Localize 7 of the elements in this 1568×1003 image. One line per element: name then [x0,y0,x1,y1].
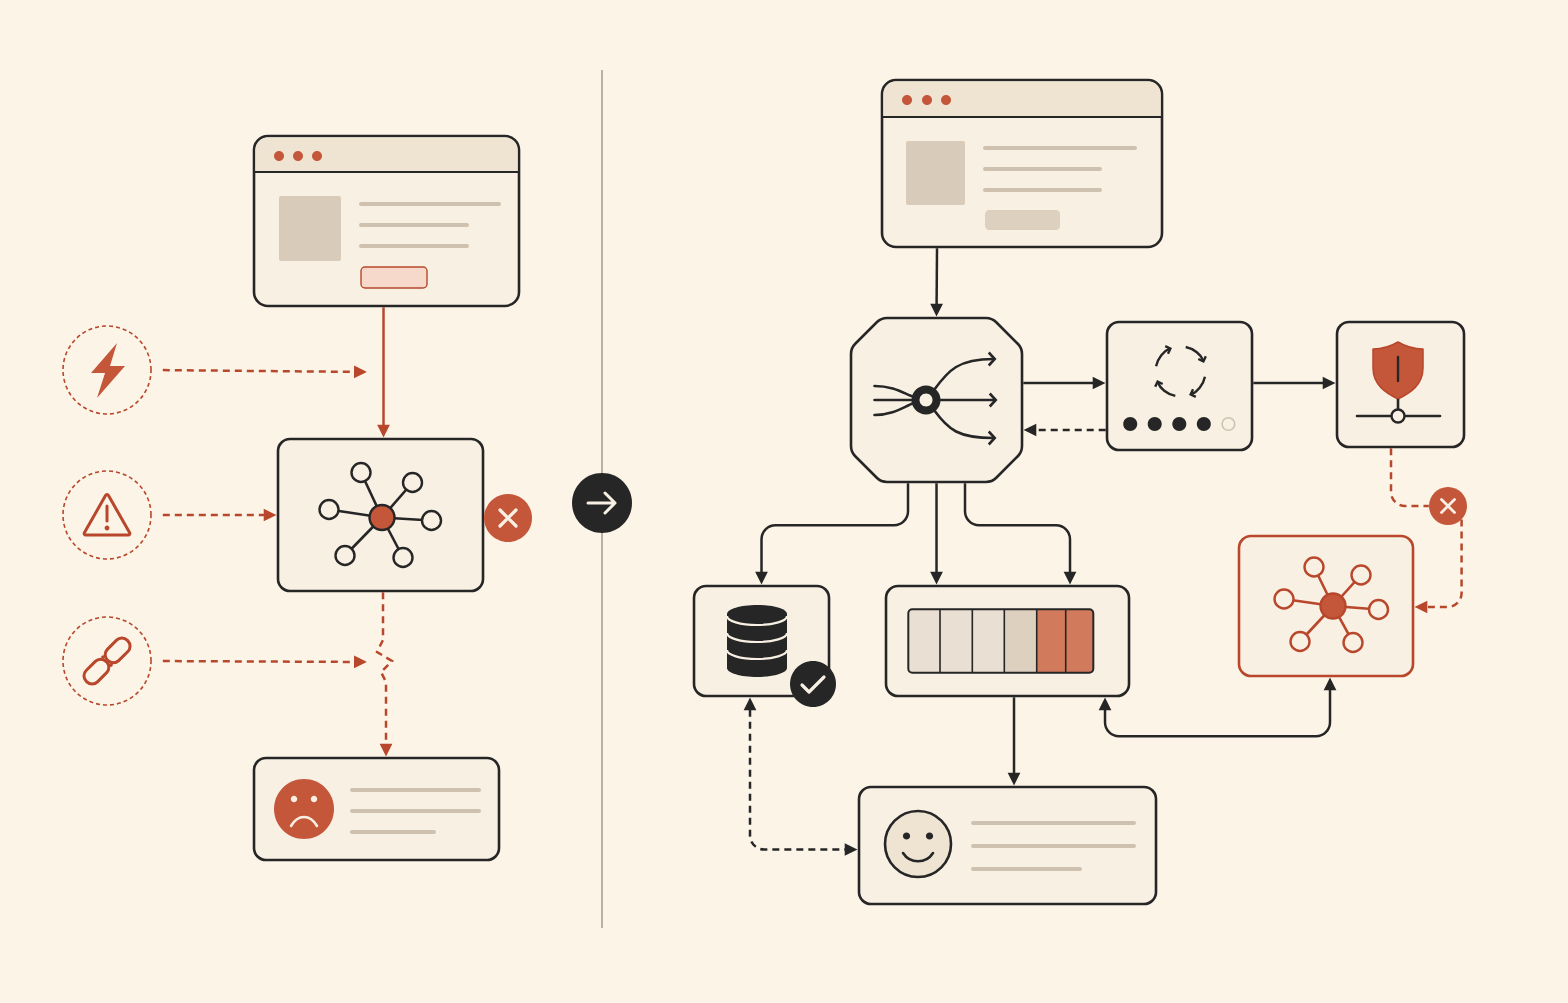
retry-box [1105,320,1254,452]
network-box [276,437,485,593]
error-badge [1429,487,1467,525]
dashed-circle [62,616,152,706]
dashed-circle [62,470,152,560]
connector-line [1389,448,1429,508]
dashed-circle [62,325,152,415]
